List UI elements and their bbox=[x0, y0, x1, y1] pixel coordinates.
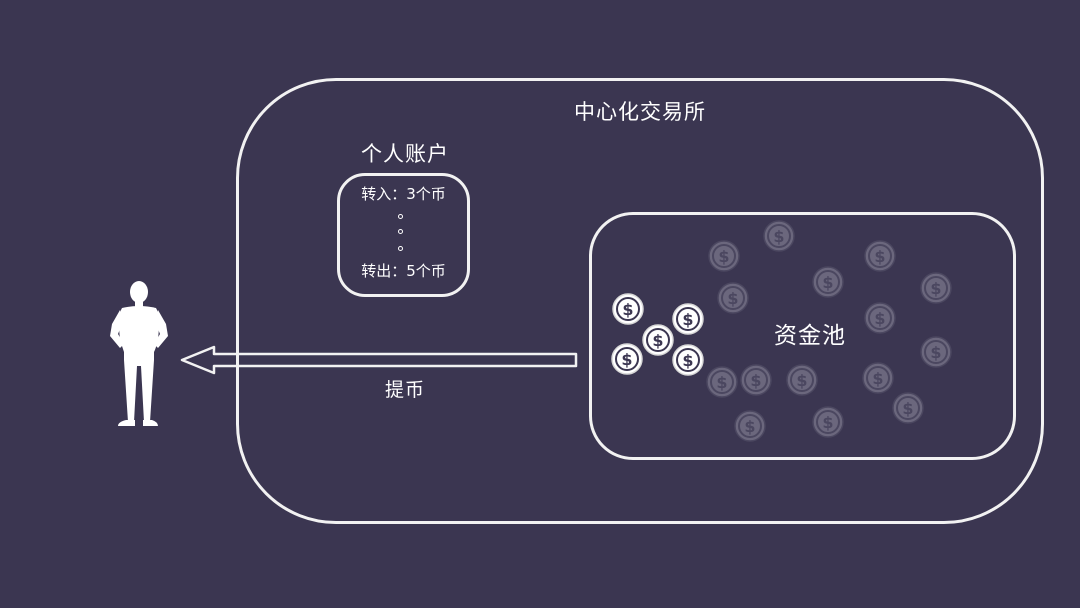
coin-symbol: $ bbox=[773, 227, 784, 246]
coin-icon: $ bbox=[708, 240, 740, 272]
coin-icon: $ bbox=[864, 240, 896, 272]
coin-bright-icon: $ bbox=[611, 343, 643, 375]
coin-symbol: $ bbox=[822, 413, 833, 432]
coin-icon: $ bbox=[862, 362, 894, 394]
coin-symbol: $ bbox=[727, 289, 738, 308]
fund-pool-container bbox=[589, 212, 1016, 460]
coin-bright-icon: $ bbox=[672, 303, 704, 335]
ellipsis-dot bbox=[398, 246, 403, 251]
coin-icon: $ bbox=[740, 364, 772, 396]
transfer-out-text: 转出：5个币 bbox=[361, 262, 446, 280]
account-box: 转入：3个币 转出：5个币 bbox=[337, 173, 470, 297]
transfer-in-text: 转入：3个币 bbox=[361, 185, 446, 203]
person-icon bbox=[110, 281, 168, 426]
coin-icon: $ bbox=[920, 272, 952, 304]
coin-symbol: $ bbox=[872, 369, 883, 388]
exchange-container bbox=[236, 78, 1044, 524]
coin-symbol: $ bbox=[822, 273, 833, 292]
coin-symbol: $ bbox=[718, 247, 729, 266]
account-title: 个人账户 bbox=[361, 142, 449, 166]
coin-symbol: $ bbox=[716, 373, 727, 392]
coin-icon: $ bbox=[812, 266, 844, 298]
coin-icon: $ bbox=[717, 282, 749, 314]
coin-symbol: $ bbox=[796, 371, 807, 390]
withdraw-label: 提币 bbox=[384, 379, 425, 401]
coin-icon: $ bbox=[706, 366, 738, 398]
coin-symbol: $ bbox=[902, 399, 913, 418]
coin-symbol: $ bbox=[874, 309, 885, 328]
coin-icon: $ bbox=[786, 364, 818, 396]
coin-symbol: $ bbox=[652, 331, 663, 350]
coin-symbol: $ bbox=[682, 310, 693, 329]
coin-symbol: $ bbox=[750, 371, 761, 390]
fund-pool-label: 资金池 bbox=[774, 323, 846, 349]
coin-icon: $ bbox=[734, 410, 766, 442]
exchange-title: 中心化交易所 bbox=[574, 100, 706, 124]
coin-icon: $ bbox=[892, 392, 924, 424]
coin-symbol: $ bbox=[682, 351, 693, 370]
coin-icon: $ bbox=[812, 406, 844, 438]
coin-bright-icon: $ bbox=[612, 293, 644, 325]
coin-symbol: $ bbox=[621, 350, 632, 369]
ellipsis-dot bbox=[398, 214, 403, 219]
ellipsis-dot bbox=[398, 229, 403, 234]
coin-icon: $ bbox=[864, 302, 896, 334]
coin-icon: $ bbox=[920, 336, 952, 368]
coin-symbol: $ bbox=[930, 279, 941, 298]
withdraw-arrow bbox=[180, 345, 578, 375]
coin-bright-icon: $ bbox=[642, 324, 674, 356]
coin-symbol: $ bbox=[744, 417, 755, 436]
coin-bright-icon: $ bbox=[672, 344, 704, 376]
coin-icon: $ bbox=[763, 220, 795, 252]
coin-symbol: $ bbox=[874, 247, 885, 266]
coin-symbol: $ bbox=[930, 343, 941, 362]
coin-symbol: $ bbox=[622, 300, 633, 319]
